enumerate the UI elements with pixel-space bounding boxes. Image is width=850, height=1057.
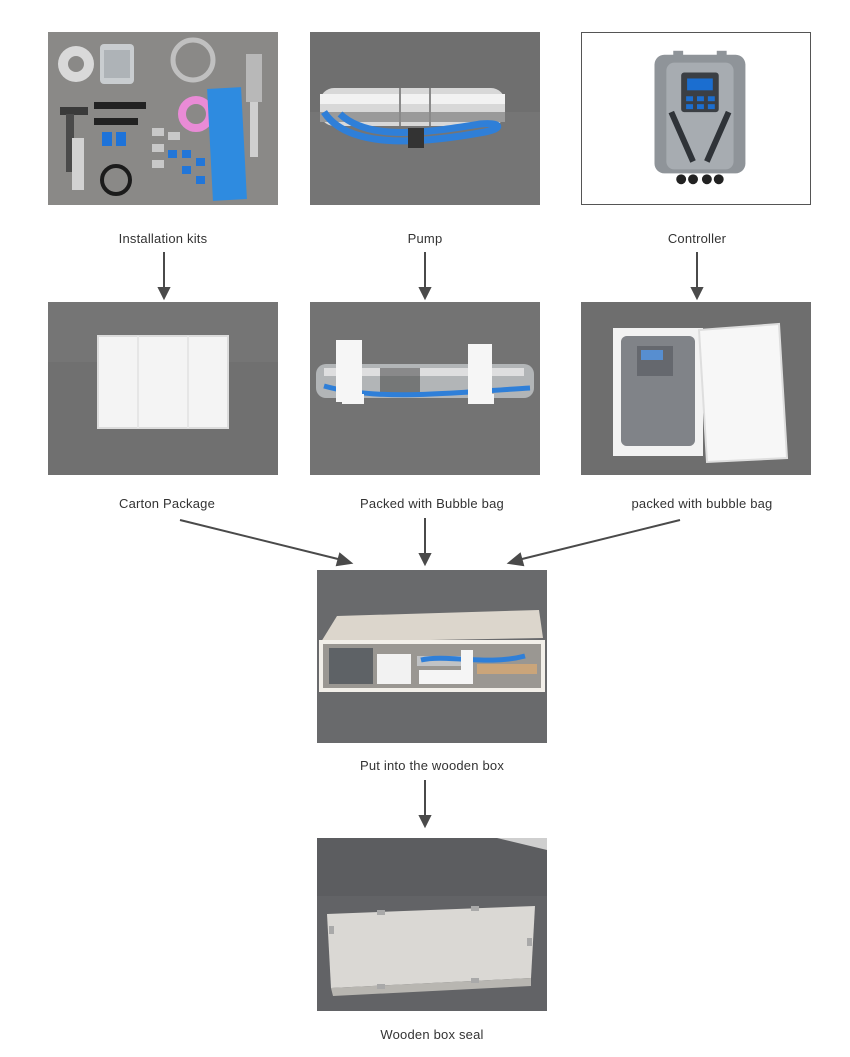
controller-bubble-bag-caption: packed with bubble bag: [631, 496, 773, 511]
carton-package-photo: [48, 302, 278, 475]
controller-image: [582, 33, 810, 204]
arrow-head-pump-bubble-to-box: [418, 553, 432, 567]
controller-photo: [581, 32, 811, 205]
carton-package-caption: Carton Package: [118, 496, 216, 511]
arrow-controller-bubble-to-box: [517, 519, 681, 561]
controller-caption: Controller: [667, 231, 727, 246]
arrow-head-kits-to-carton: [157, 287, 171, 301]
arrow-head-carton-to-box: [335, 552, 354, 567]
installation-kits-caption: Installation kits: [118, 231, 208, 246]
wooden-box-seal-caption: Wooden box seal: [380, 1027, 484, 1042]
pump-photo: [310, 32, 540, 205]
arrow-head-box-to-seal: [418, 815, 432, 829]
controller-bubble-bag-image: [581, 302, 811, 475]
arrow-head-controller-bubble-to-box: [506, 552, 525, 567]
pump-image: [310, 32, 540, 205]
wooden-box-seal-image: [317, 838, 547, 1011]
wooden-box-photo: [317, 570, 547, 743]
pump-caption: Pump: [407, 231, 443, 246]
carton-package-image: [48, 302, 278, 475]
installation-kits-photo: [48, 32, 278, 205]
installation-kits-image: [48, 32, 278, 205]
wooden-box-image: [317, 570, 547, 743]
pump-bubble-bag-image: [310, 302, 540, 475]
arrow-head-controller-to-bubble: [690, 287, 704, 301]
pump-bubble-bag-caption: Packed with Bubble bag: [360, 496, 504, 511]
arrow-carton-to-box: [179, 519, 343, 561]
arrow-head-pump-to-bubble: [418, 287, 432, 301]
pump-bubble-bag-photo: [310, 302, 540, 475]
wooden-box-seal-photo: [317, 838, 547, 1011]
controller-bubble-bag-photo: [581, 302, 811, 475]
wooden-box-caption: Put into the wooden box: [359, 758, 505, 773]
